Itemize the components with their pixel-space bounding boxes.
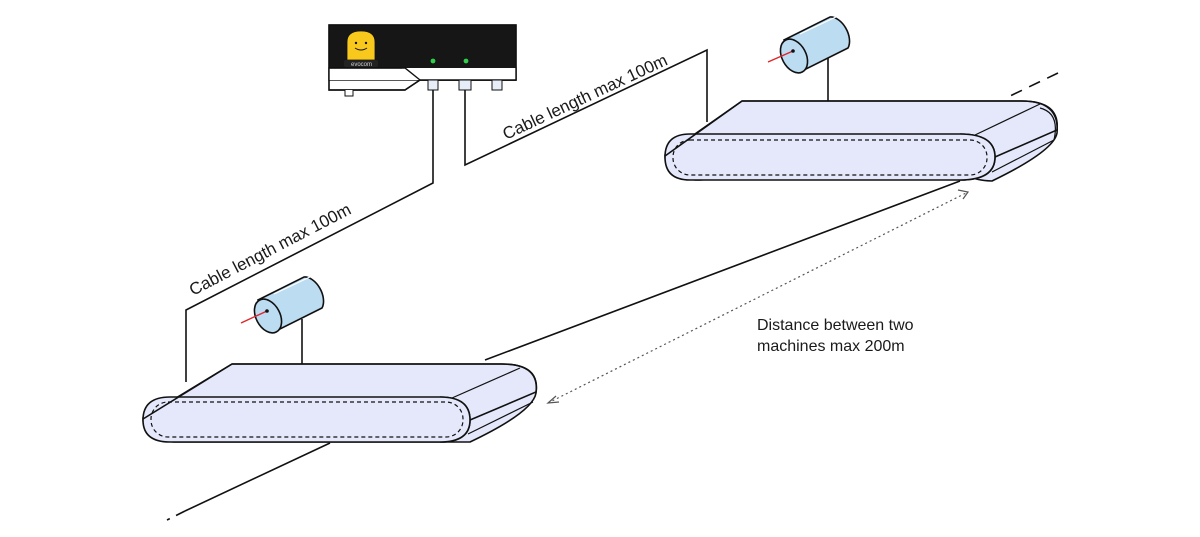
distance-arrow (546, 189, 970, 404)
distance-label-line1: Distance between two (757, 317, 914, 334)
cable-right (464, 48, 708, 167)
device-connector (344, 90, 354, 97)
conveyor-left (142, 319, 538, 443)
distance-label-line2: machines max 200m (757, 338, 905, 355)
evocom-device: evocom (328, 24, 517, 97)
laser-beam (240, 310, 268, 324)
cable-length-label-left: Cable length max 100m (186, 200, 354, 300)
cable-left (185, 86, 434, 382)
device-port (427, 79, 503, 91)
device-brand-text: evocom (351, 62, 372, 68)
cables (185, 48, 708, 382)
cable-length-label-right: Cable length max 100m (500, 51, 671, 144)
laser-beam (767, 50, 794, 63)
sensor-left (240, 275, 325, 334)
led-indicator (463, 58, 469, 64)
mascot-logo: evocom (344, 30, 378, 68)
led-indicator (430, 58, 436, 64)
sensor-right (767, 15, 851, 74)
conveyor-right (664, 58, 1058, 182)
machine-line (166, 72, 1059, 521)
